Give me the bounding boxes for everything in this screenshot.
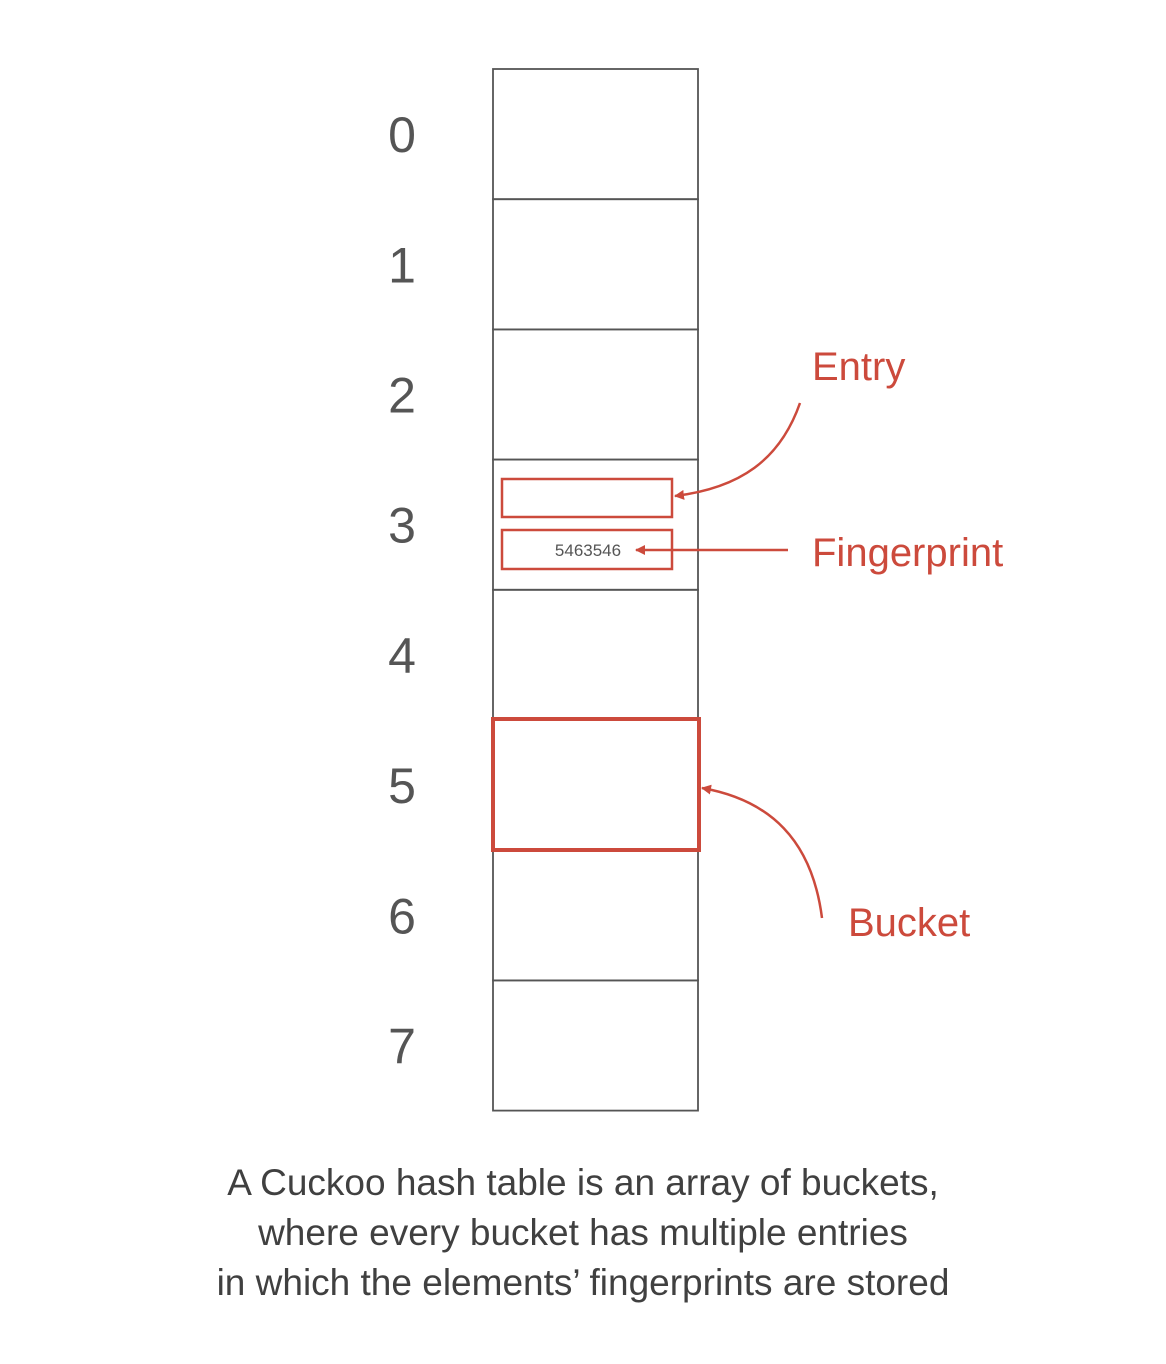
- bucket-arrow: [701, 784, 824, 919]
- bucket-cell-0: [492, 68, 699, 201]
- bucket-index-2: 2: [388, 368, 416, 424]
- bucket-cell-6: [492, 849, 699, 982]
- bucket-index-4: 4: [388, 628, 416, 684]
- bucket-label: Bucket: [848, 901, 970, 945]
- bucket-index-7: 7: [388, 1019, 416, 1075]
- fingerprint-label: Fingerprint: [812, 531, 1003, 575]
- entry-slot-top: [500, 477, 674, 519]
- caption-line: in which the elements’ fingerprints are …: [216, 1262, 950, 1303]
- caption-line: A Cuckoo hash table is an array of bucke…: [227, 1162, 939, 1203]
- bucket-index-0: 0: [388, 107, 416, 163]
- bucket-index-1: 1: [388, 237, 416, 293]
- bucket-table: [492, 68, 699, 1112]
- bucket-cell-5: [492, 719, 699, 852]
- diagram-caption: A Cuckoo hash table is an array of bucke…: [0, 1158, 1166, 1308]
- bucket-cell-4: [492, 588, 699, 721]
- bucket-index-6: 6: [388, 888, 416, 944]
- bucket-cell-1: [492, 198, 699, 331]
- fingerprint-value: 5463546: [555, 541, 621, 560]
- entry-arrow: [674, 402, 802, 500]
- bucket-cell-2: [492, 328, 699, 461]
- entry-label: Entry: [812, 345, 905, 389]
- bucket-index-labels: 0 1 2 3 4 5 6 7: [388, 107, 416, 1074]
- bucket-index-3: 3: [388, 498, 416, 554]
- caption-line: where every bucket has multiple entries: [258, 1212, 908, 1253]
- bucket-cell-7: [492, 979, 699, 1112]
- highlighted-bucket: [491, 717, 701, 852]
- bucket-index-5: 5: [388, 758, 416, 814]
